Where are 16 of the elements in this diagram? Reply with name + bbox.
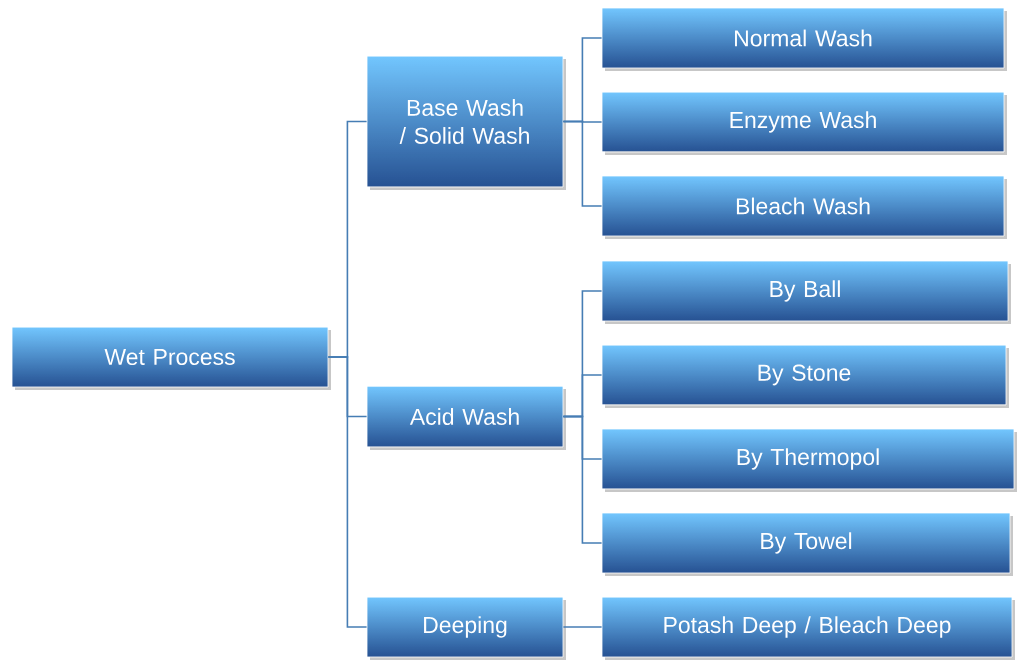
process-box: Enzyme Wash xyxy=(601,91,1005,153)
connector-line xyxy=(327,356,368,628)
process-box: Acid Wash xyxy=(366,385,564,448)
process-box: By Thermopol xyxy=(601,428,1015,490)
process-box: Bleach Wash xyxy=(601,175,1005,237)
process-box: By Ball xyxy=(601,260,1009,322)
process-box: By Stone xyxy=(601,344,1007,406)
process-box: By Towel xyxy=(601,512,1011,574)
process-box: Base Wash / Solid Wash xyxy=(366,55,564,188)
process-box: Wet Process xyxy=(11,326,329,388)
connector-line xyxy=(562,120,603,207)
process-box: Normal Wash xyxy=(601,7,1005,69)
connector-line xyxy=(562,626,603,628)
process-box: Potash Deep / Bleach Deep xyxy=(601,596,1013,658)
process-box: Deeping xyxy=(366,596,564,658)
connector-line xyxy=(562,415,603,544)
